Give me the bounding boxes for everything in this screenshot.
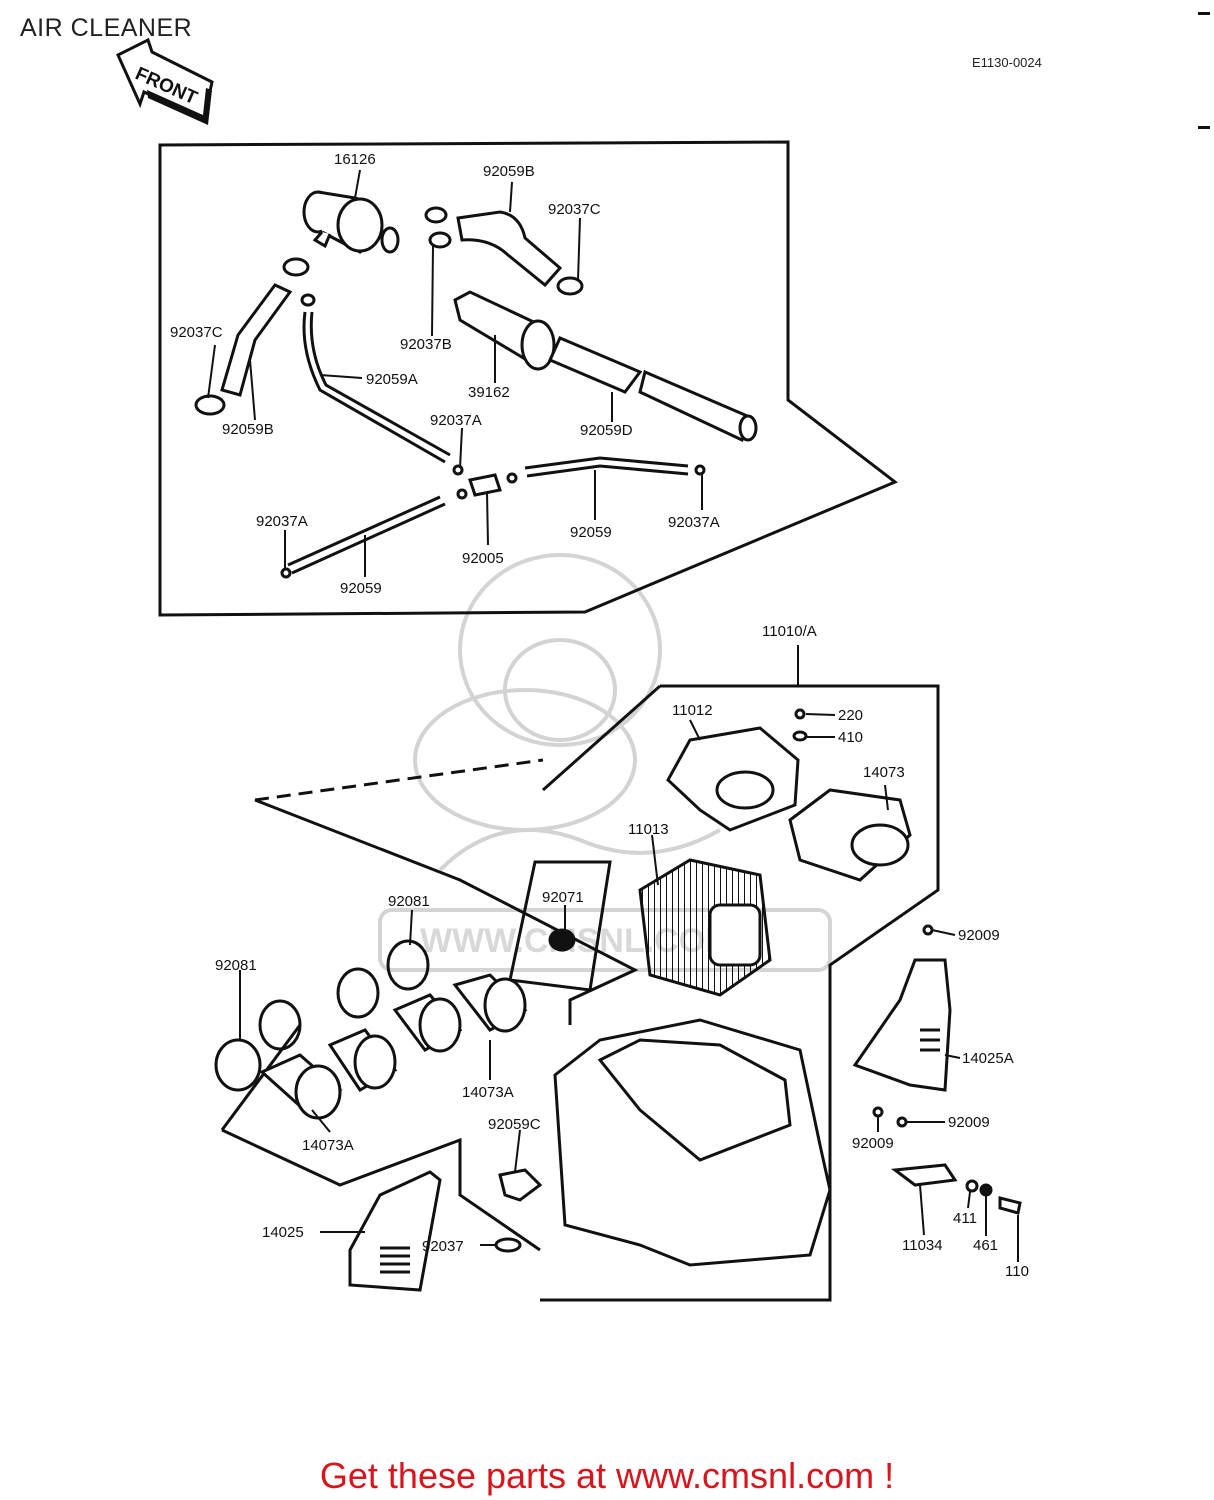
callout-92037C-left: 92037C [170, 324, 223, 341]
callout-92009-right: 92009 [948, 1114, 990, 1131]
part-92059B-hose-left [220, 283, 293, 397]
part-16126-valve [302, 190, 400, 254]
callout-11010A: 11010/A [762, 623, 817, 640]
callout-92059A: 92059A [366, 371, 418, 388]
part-11012-cover [666, 726, 800, 832]
front-arrow-icon: FRONT [116, 37, 214, 125]
part-92059B-hose-top [456, 210, 563, 288]
part-92071-grommet [508, 860, 612, 992]
callout-92081-top: 92081 [388, 893, 430, 910]
callout-92037A-mid: 92037A [430, 412, 482, 429]
callout-92037A-right: 92037A [668, 514, 720, 531]
callout-92037C-top: 92037C [548, 201, 601, 218]
callout-92009-bottom: 92009 [852, 1135, 894, 1152]
part-92005-joint [280, 464, 706, 579]
callout-92059B-top: 92059B [483, 163, 535, 180]
footer-link-text[interactable]: Get these parts at www.cmsnl.com ! [319, 1455, 895, 1496]
part-11034-bracket [891, 1163, 958, 1187]
watermark [378, 553, 832, 972]
callout-92071: 92071 [542, 889, 584, 906]
callout-14025: 14025 [262, 1224, 304, 1241]
callout-16126: 16126 [334, 151, 376, 168]
callout-92059D: 92059D [580, 422, 633, 439]
callout-92037B: 92037B [400, 336, 452, 353]
part-14073-duct [788, 788, 912, 882]
callout-14073A-left: 14073A [302, 1137, 354, 1154]
callout-92009-top: 92009 [958, 927, 1000, 944]
part-39162-filter [453, 290, 556, 371]
upper-box-outline [158, 140, 898, 617]
callout-14073: 14073 [863, 764, 905, 781]
lower-box-outline [220, 684, 940, 1302]
callout-92037: 92037 [422, 1238, 464, 1255]
callout-11012: 11012 [672, 702, 713, 719]
callout-461: 461 [973, 1237, 999, 1254]
part-air-box [553, 1018, 832, 1267]
callout-92059-left: 92059 [340, 580, 382, 597]
part-92059C-elbow [494, 1168, 543, 1253]
edge-tick-top [1198, 12, 1210, 15]
clamp-icons [194, 206, 584, 416]
callout-92059B-left: 92059B [222, 421, 274, 438]
callout-92059C: 92059C [488, 1116, 541, 1133]
callout-14025A: 14025A [962, 1050, 1014, 1067]
edge-tick-mid [1198, 126, 1210, 129]
part-92059A-tube [302, 311, 451, 464]
page-title: AIR CLEANER [20, 14, 193, 42]
part-92059D-hose [547, 336, 758, 443]
callout-92059-mid: 92059 [570, 524, 612, 541]
callout-11013: 11013 [628, 821, 669, 838]
part-92081-rings [214, 939, 430, 1092]
callout-39162: 39162 [468, 384, 510, 401]
callout-11034: 11034 [902, 1237, 943, 1254]
callout-92005: 92005 [462, 550, 504, 567]
part-14073A-ducts [259, 973, 528, 1120]
callout-92037A-left: 92037A [256, 513, 308, 530]
part-14025A-cover [852, 958, 952, 1092]
part-11013-element [638, 858, 772, 997]
callout-411: 411 [953, 1210, 977, 1227]
part-14025-cover [348, 1170, 442, 1292]
leader-lines [207, 169, 1019, 1262]
callout-220: 220 [838, 707, 864, 724]
fastener-icons [792, 708, 1022, 1215]
part-92059-tubes-lower [287, 456, 689, 575]
callout-14073A-right: 14073A [462, 1084, 514, 1101]
callout-410: 410 [838, 729, 864, 746]
callout-110: 110 [1005, 1263, 1029, 1280]
callout-92081-left: 92081 [215, 957, 257, 974]
diagram-code: E1130-0024 [972, 55, 1042, 70]
